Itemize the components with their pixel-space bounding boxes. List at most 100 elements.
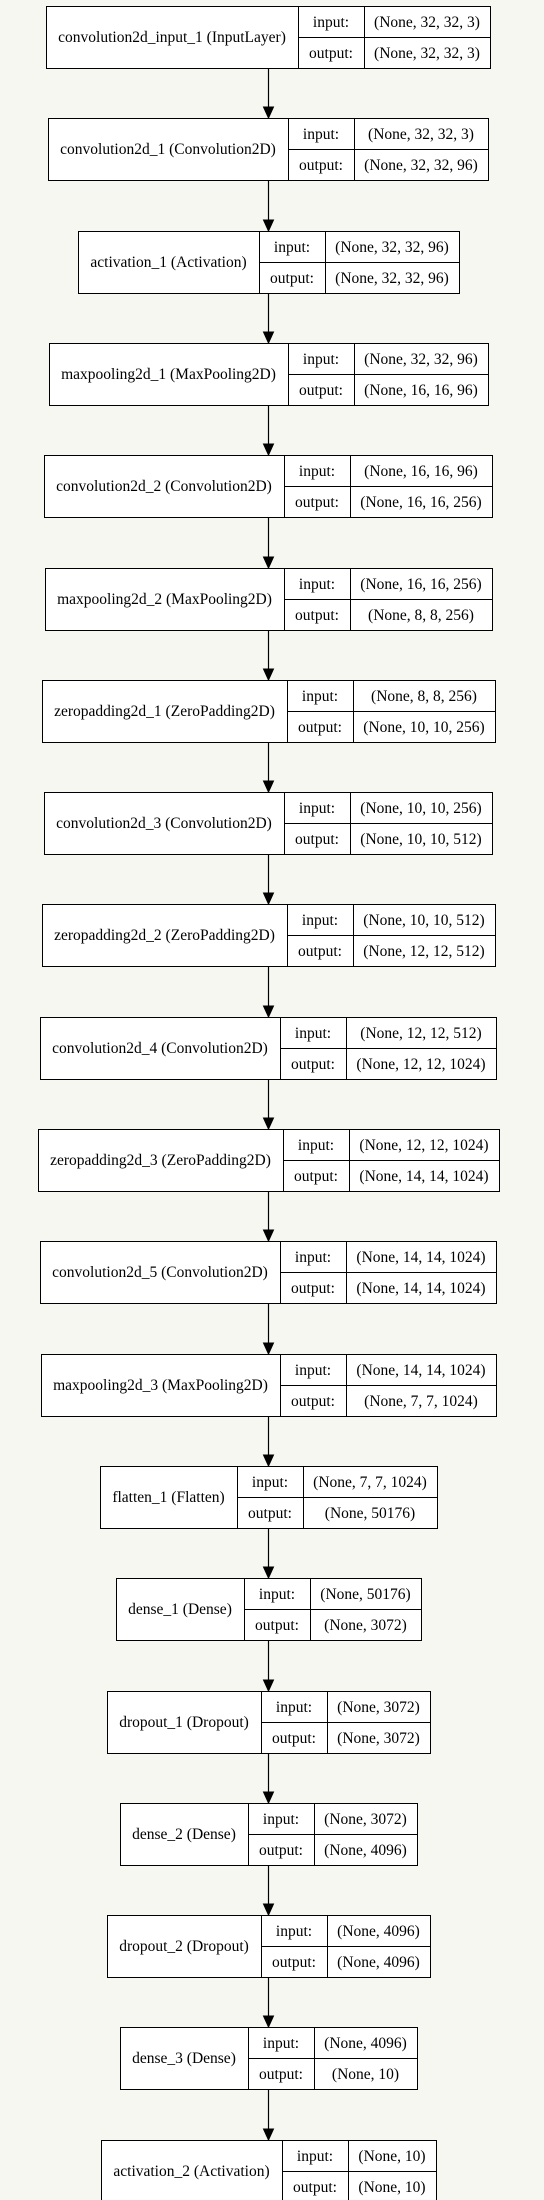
input-label: input: (299, 463, 335, 480)
input-label: input: (295, 1362, 331, 1379)
input-shape: (None, 12, 12, 512) (360, 1025, 481, 1042)
input-label: input: (276, 1923, 312, 1940)
output-shape: (None, 32, 32, 96) (335, 270, 449, 287)
input-label: input: (276, 1699, 312, 1716)
edge-arrow (262, 1080, 275, 1131)
layer-node: dropout_2 (Dropout) input: output: (None, 4… (107, 1915, 431, 1978)
output-shape: (None, 16, 16, 256) (360, 494, 481, 511)
input-shape: (None, 4096) (337, 1923, 420, 1940)
arrowhead (262, 668, 275, 682)
input-shape: (None, 10, 10, 512) (363, 912, 484, 929)
input-label: input: (299, 576, 335, 593)
layer-box (101, 2140, 437, 2200)
input-label: input: (299, 800, 335, 817)
layer-node: flatten_1 (Flatten)input:output:(None, 7… (100, 1466, 438, 1529)
edge-arrow (262, 1529, 275, 1580)
input-shape: (None, 16, 16, 256) (360, 576, 481, 593)
input-shape: (None, 32, 32, 3) (368, 126, 474, 143)
input-label: input: (303, 351, 339, 368)
input-shape: (None, 32, 32, 3) (374, 14, 480, 31)
output-shape: (None, 50176) (325, 1505, 415, 1522)
input-label: input: (313, 14, 349, 31)
output-label: output: (298, 719, 342, 736)
layer-name: convolution2d_1 (Convolution2D) (60, 141, 276, 158)
edges-group (262, 69, 275, 2142)
arrowhead (262, 1903, 275, 1917)
input-shape: (None, 8, 8, 256) (371, 688, 477, 705)
output-shape: (None, 12, 12, 512) (363, 943, 484, 960)
arrowhead (262, 1229, 275, 1243)
input-label: input: (263, 2035, 299, 2052)
layer-name: convolution2d_3 (Convolution2D) (56, 815, 272, 832)
input-label: input: (303, 126, 339, 143)
layer-name: convolution2d_4 (Convolution2D) (52, 1040, 268, 1057)
output-label: output: (272, 1954, 316, 1971)
output-shape: (None, 3072) (324, 1617, 407, 1634)
arrowhead (262, 2015, 275, 2029)
layer-name: activation_1 (Activation) (90, 254, 246, 271)
layer-name: maxpooling2d_3 (MaxPooling2D) (53, 1377, 268, 1394)
edge-arrow (262, 181, 275, 233)
output-label: output: (255, 1617, 299, 1634)
layer-name: dropout_2 (Dropout) (119, 1938, 249, 1955)
output-label: output: (291, 1280, 335, 1297)
input-label: input: (295, 1025, 331, 1042)
output-shape: (None, 3072) (337, 1730, 420, 1747)
output-label: output: (272, 1730, 316, 1747)
layer-node: zeropadding2d_2 (ZeroPadding2D)input:out… (42, 904, 496, 967)
input-shape: (None, 3072) (337, 1699, 420, 1716)
output-shape: (None, 8, 8, 256) (368, 607, 474, 624)
arrowhead (262, 1791, 275, 1805)
layer-node: zeropadding2d_1 (ZeroPadding2D)input:out… (42, 680, 496, 743)
input-label: input: (297, 2148, 333, 2165)
output-label: output: (299, 382, 343, 399)
output-label: output: (291, 1393, 335, 1410)
edge-arrow (262, 967, 275, 1019)
arrowhead (262, 780, 275, 794)
layer-node: activation_2 (Activation)input:output:(N… (101, 2140, 437, 2200)
input-shape: (None, 50176) (320, 1586, 410, 1603)
output-label: output: (259, 2066, 303, 2083)
edge-arrow (262, 1304, 275, 1356)
layer-node: maxpooling2d_2 (MaxPooling2D) input: outpu… (45, 568, 493, 631)
layer-name: zeropadding2d_3 (ZeroPadding2D) (50, 1152, 271, 1169)
output-label: output: (295, 831, 339, 848)
layer-name: convolution2d_2 (Convolution2D) (56, 478, 272, 495)
input-shape: (None, 32, 32, 96) (335, 239, 449, 256)
edge-arrow (262, 69, 275, 120)
edge-arrow (262, 1641, 275, 1693)
edge-arrow (262, 294, 275, 345)
input-label: input: (298, 1137, 334, 1154)
input-label: input: (263, 1811, 299, 1828)
edge-arrow (262, 406, 275, 457)
input-shape: (None, 12, 12, 1024) (359, 1137, 488, 1154)
output-label: output: (259, 1842, 303, 1859)
output-shape: (None, 10) (358, 2179, 425, 2196)
layer-name: convolution2d_5 (Convolution2D) (52, 1264, 268, 1281)
edge-arrow (262, 1754, 275, 1805)
input-label: input: (252, 1474, 288, 1491)
nodes-group: convolution2d_input_1 (InputLayer)input:… (38, 6, 500, 2200)
output-label: output: (295, 607, 339, 624)
arrowhead (262, 443, 275, 457)
layer-node: dense_3 (Dense)input:output:(None, 4096)… (120, 2027, 418, 2090)
output-label: output: (294, 1168, 338, 1185)
layer-name: activation_2 (Activation) (113, 2163, 269, 2180)
edge-arrow (262, 743, 275, 794)
layer-node: maxpooling2d_3 (MaxPooling2D) input: outpu… (41, 1354, 497, 1417)
layer-node: convolution2d_5 (Convolution2D)input:out… (40, 1241, 497, 1304)
edge-arrow (262, 1866, 275, 1917)
input-label: input: (274, 239, 310, 256)
layer-name: maxpooling2d_2 (MaxPooling2D) (57, 591, 272, 608)
arrowhead (262, 106, 275, 120)
input-shape: (None, 14, 14, 1024) (356, 1249, 485, 1266)
layer-node: zeropadding2d_3 (ZeroPadding2D) input: out… (38, 1129, 500, 1192)
layer-name: zeropadding2d_1 (ZeroPadding2D) (54, 703, 275, 720)
output-label: output: (291, 1056, 335, 1073)
layer-node: convolution2d_3 (Convolution2D) input: out… (44, 792, 493, 855)
edge-arrow (262, 2090, 275, 2142)
layer-name: dense_2 (Dense) (132, 1826, 236, 1843)
output-label: output: (309, 45, 353, 62)
input-label: input: (302, 912, 338, 929)
